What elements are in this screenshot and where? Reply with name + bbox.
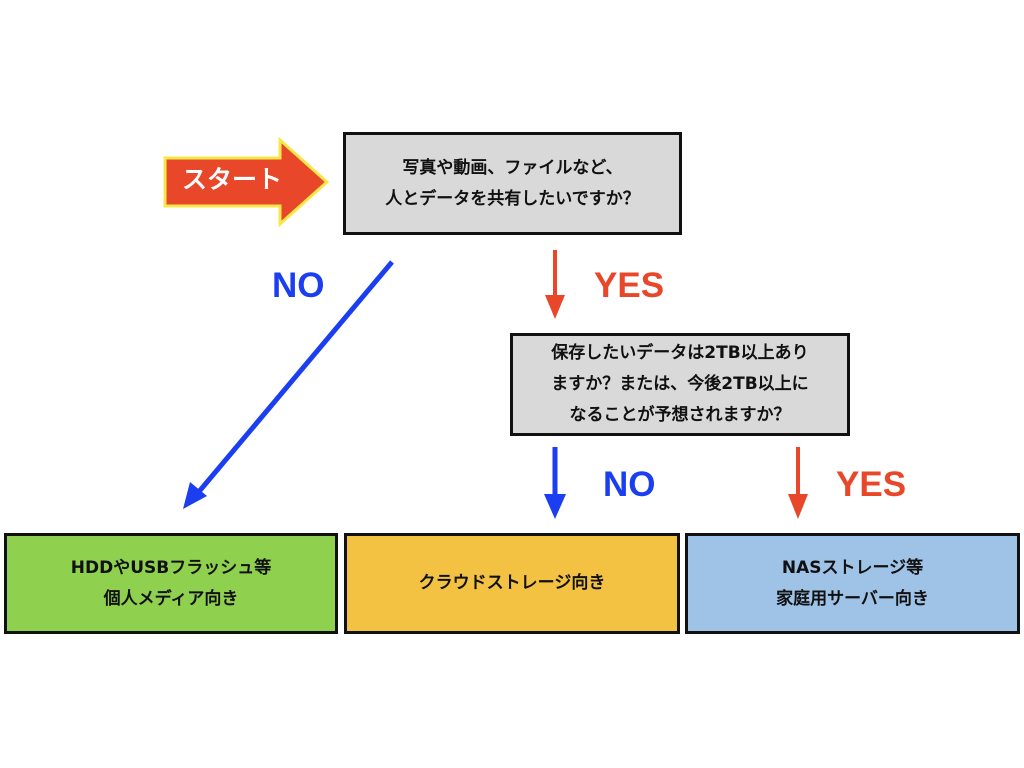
- q2-no-label: NO: [603, 465, 656, 504]
- q2-no-arrowhead: [544, 494, 566, 519]
- question-box-capacity: 保存したいデータは2TB以上あり ますか？または、今後2TB以上に なることが予…: [510, 333, 850, 436]
- q1-no-label: NO: [272, 266, 325, 305]
- result3-line-2: 家庭用サーバー向き: [776, 588, 929, 609]
- start-arrow-shape: [163, 136, 330, 228]
- result2-line-1: クラウドストレージ向き: [418, 573, 606, 593]
- question1-line-1: 写真や動画、ファイルなど、: [402, 157, 623, 178]
- question-box-share: 写真や動画、ファイルなど、 人とデータを共有したいですか？: [343, 132, 682, 235]
- result1-line-2: 個人メディア向き: [103, 588, 239, 609]
- q1-yes-arrowhead: [545, 295, 565, 319]
- result1-line-1: HDDやUSBフラッシュ等: [70, 557, 272, 578]
- q1-no-arrow-line: [195, 260, 394, 496]
- question1-line-2: 人とデータを共有したいですか？: [385, 188, 640, 209]
- q2-yes-label: YES: [836, 465, 907, 504]
- question2-line-3: なることが予想されますか？: [569, 405, 791, 425]
- result-box-cloud-storage: クラウドストレージ向き: [344, 533, 680, 634]
- q1-yes-label: YES: [594, 266, 665, 305]
- result-box-nas-storage: NASストレージ等 家庭用サーバー向き: [685, 533, 1020, 634]
- result3-line-1: NASストレージ等: [781, 557, 924, 578]
- result-box-personal-media: HDDやUSBフラッシュ等 個人メディア向き: [4, 533, 338, 634]
- question2-line-1: 保存したいデータは2TB以上あり: [551, 343, 809, 363]
- start-label: スタート: [181, 165, 282, 194]
- q1-no-arrowhead: [183, 482, 207, 509]
- q2-yes-arrowhead: [788, 494, 808, 519]
- question2-line-2: ますか？または、今後2TB以上に: [551, 374, 809, 394]
